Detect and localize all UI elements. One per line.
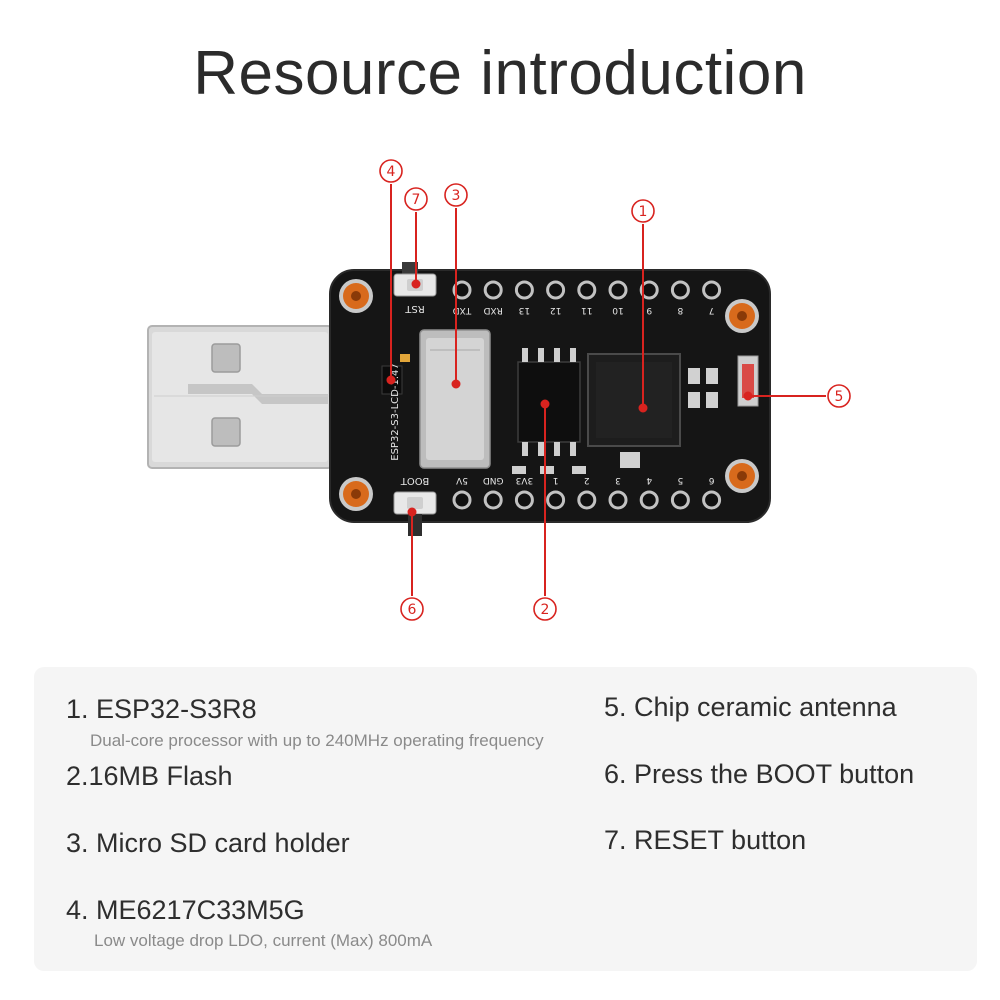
- bottom-header-pin: [670, 490, 690, 510]
- callout-dot-3: [451, 379, 461, 389]
- callout-marker-3: 3: [444, 183, 468, 207]
- top-header-pin: [639, 280, 659, 300]
- micro-sd-holder: [419, 329, 491, 469]
- esp32-chip: [587, 353, 681, 447]
- bottom-header-pin-label: 2: [584, 475, 590, 485]
- feature-4-label: 4. ME6217C33M5G: [66, 895, 305, 925]
- bottom-header-pin: [483, 490, 503, 510]
- callout-marker-5: 5: [827, 384, 851, 408]
- ceramic-antenna: [737, 355, 759, 407]
- feature-3-label: 3. Micro SD card holder: [66, 828, 350, 858]
- top-header-pins: TXD RXD 13 12 11 10 9 8 7: [452, 280, 722, 315]
- feature-1-description: Dual-core processor with up to 240MHz op…: [90, 731, 544, 750]
- bottom-header-pin: [514, 490, 534, 510]
- callout-dot-1: [638, 403, 648, 413]
- screw-bottom-left: [339, 477, 373, 511]
- top-header-pin-label: 13: [519, 305, 530, 315]
- top-header-pin: [577, 280, 597, 300]
- bottom-header-pin: [608, 490, 628, 510]
- rst-silkscreen: RST: [404, 303, 424, 314]
- top-header-pin: [483, 280, 503, 300]
- svg-text:6: 6: [408, 602, 417, 618]
- top-header-pin-label: RXD: [483, 305, 502, 315]
- top-header-pin: [514, 280, 534, 300]
- callout-dot-4: [386, 375, 396, 385]
- top-header-pin-label: 8: [677, 305, 683, 315]
- feature-6-label: 6. Press the BOOT button: [604, 759, 915, 789]
- bottom-header-pin-label: 3: [615, 475, 621, 485]
- top-header-pin: [452, 280, 472, 300]
- bottom-header-pin-label: 4: [646, 475, 652, 485]
- top-header-pin: [608, 280, 628, 300]
- feature-5-label: 5. Chip ceramic antenna: [604, 692, 897, 722]
- feature-2-label: 2.16MB Flash: [66, 761, 233, 791]
- top-header-pin: [546, 280, 566, 300]
- svg-text:3: 3: [452, 188, 461, 204]
- callout-markers: 1 2 3 4 5 6 7: [379, 159, 851, 621]
- smd-components: [400, 354, 718, 474]
- top-header-pin-label: 10: [612, 305, 624, 315]
- bottom-header-pin-label: 5V: [455, 475, 468, 485]
- bottom-header-pin: [452, 490, 472, 510]
- callout-marker-1: 1: [631, 199, 655, 223]
- svg-text:1: 1: [639, 204, 648, 220]
- bottom-header-pin: [577, 490, 597, 510]
- top-header-pin-label: 12: [550, 305, 561, 315]
- screw-bottom-right: [725, 459, 759, 493]
- svg-text:5: 5: [835, 389, 844, 405]
- svg-text:7: 7: [412, 192, 421, 208]
- svg-text:2: 2: [541, 602, 550, 618]
- bottom-header-pin-label: GND: [483, 475, 504, 485]
- bottom-header-pin: [702, 490, 722, 510]
- callout-dot-2: [540, 399, 550, 409]
- top-header-pin-label: 9: [646, 305, 652, 315]
- top-header-pin-label: 7: [709, 305, 715, 315]
- usb-plug: [147, 325, 333, 469]
- screw-top-right: [725, 299, 759, 333]
- bottom-header-pin-label: 6: [708, 475, 714, 485]
- page-title: Resource introduction: [193, 39, 807, 108]
- bottom-header-pin: [639, 490, 659, 510]
- top-header-pin-label: TXD: [453, 305, 473, 315]
- screw-top-left: [339, 279, 373, 313]
- svg-text:4: 4: [387, 164, 396, 180]
- feature-7-label: 7. RESET button: [604, 825, 807, 855]
- top-header-pin: [702, 280, 722, 300]
- bottom-header-pin-label: 3V3: [516, 475, 534, 485]
- callout-dot-6: [407, 507, 417, 517]
- bottom-header-pin-label: 5: [678, 475, 684, 485]
- features-panel: [34, 667, 977, 971]
- bottom-header-pin: [546, 490, 566, 510]
- callout-marker-4: 4: [379, 159, 403, 183]
- board-model-label: ESP32-S3-LCD-1.47: [390, 363, 401, 460]
- callout-marker-7: 7: [404, 187, 428, 211]
- callout-marker-2: 2: [533, 597, 557, 621]
- callout-dot-5: [743, 391, 753, 401]
- feature-4-description: Low voltage drop LDO, current (Max) 800m…: [94, 931, 433, 950]
- top-header-pin: [670, 280, 690, 300]
- bottom-header-pins: 5V GND 3V3 1 2 3 4 5 6: [452, 475, 722, 510]
- top-header-pin-label: 11: [581, 305, 592, 315]
- callout-dot-7: [411, 279, 421, 289]
- callout-lines: [386, 184, 826, 596]
- boot-silkscreen: BOOT: [400, 475, 429, 486]
- callout-marker-6: 6: [400, 597, 424, 621]
- bottom-header-pin-label: 1: [553, 475, 559, 485]
- feature-1-label: 1. ESP32-S3R8: [66, 694, 257, 724]
